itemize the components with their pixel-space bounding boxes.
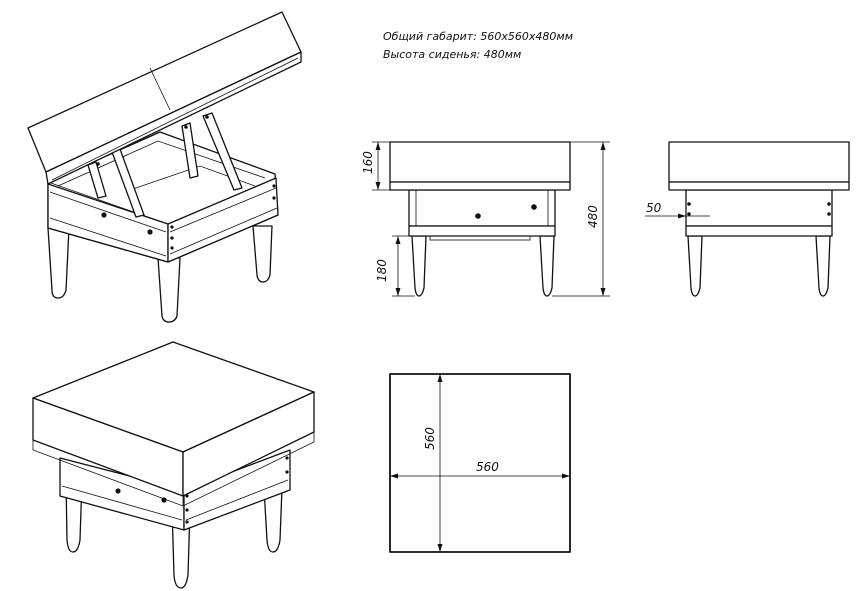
front-view: 160 180 480 (361, 141, 610, 297)
dim-leg-height: 180 (375, 259, 389, 282)
dim-side-offset: 50 (646, 201, 662, 215)
dim-cushion-height: 160 (361, 151, 375, 174)
dim-top-width: 560 (476, 460, 499, 474)
iso-closed-view (32, 341, 315, 589)
side-view: 50 (645, 141, 850, 297)
top-view: 560 560 (389, 373, 571, 553)
dim-top-depth: 560 (423, 427, 437, 450)
dim-total-height: 480 (586, 205, 600, 228)
iso-open-lid-view (27, 11, 302, 323)
spec-seat-height: Высота сиденья: 480мм (383, 48, 521, 61)
spec-overall-size: Общий габарит: 560х560х480мм (383, 30, 573, 43)
